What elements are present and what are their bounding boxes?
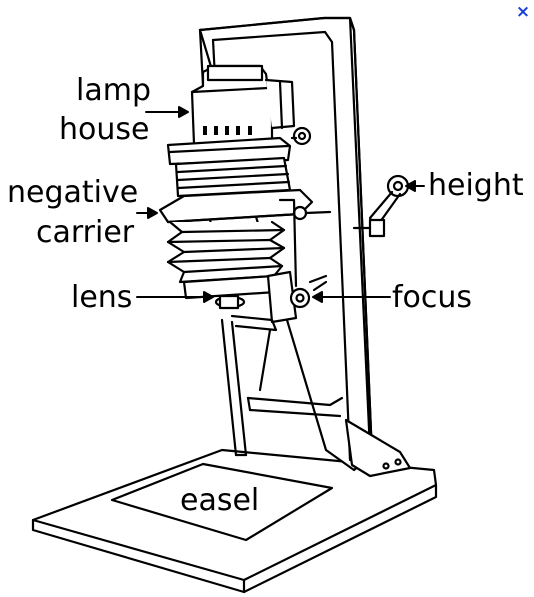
label-lens: lens <box>71 280 133 315</box>
height-crank-drawing <box>354 176 408 236</box>
label-lamp: lamp <box>76 73 151 108</box>
label-height: height <box>428 168 524 203</box>
label-carrier: carrier <box>36 215 135 250</box>
lens-focus-drawing <box>184 272 326 332</box>
label-negative: negative <box>7 175 139 210</box>
pointer-arrows <box>137 107 424 302</box>
label-house: house <box>59 112 150 147</box>
close-icon[interactable]: × <box>515 2 531 22</box>
label-easel: easel <box>180 483 260 518</box>
bellows-drawing <box>160 158 330 288</box>
lamp-house-drawing <box>168 66 310 164</box>
label-focus: focus <box>392 280 473 315</box>
easel-rect <box>112 464 332 540</box>
